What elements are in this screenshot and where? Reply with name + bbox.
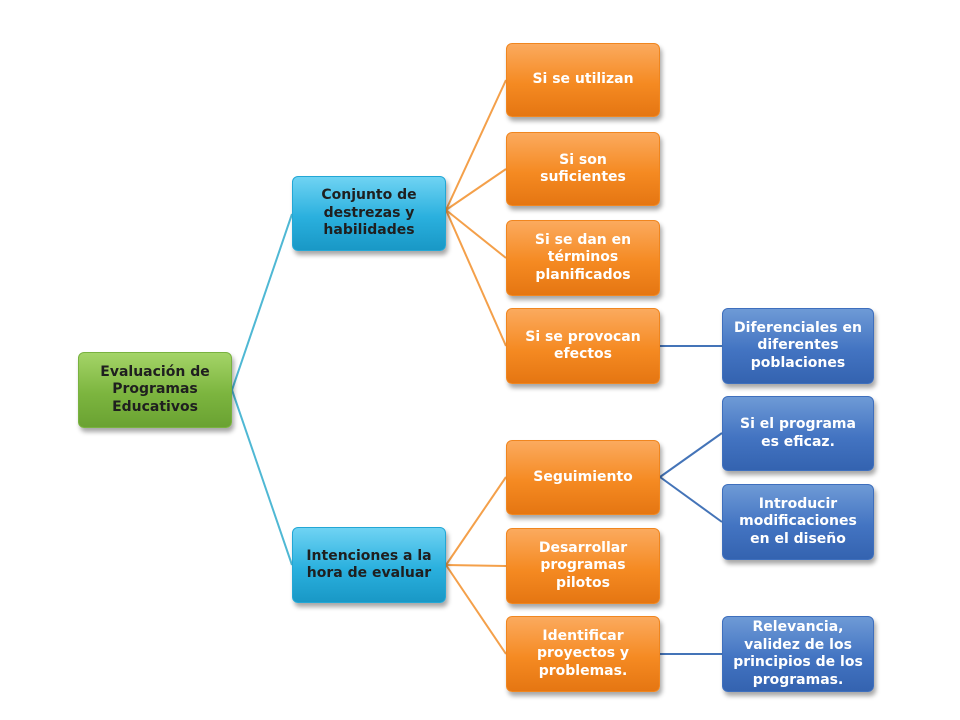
connector-intenciones-to-desarrollar — [445, 564, 507, 567]
connector-seguimiento-to-modificaciones — [659, 476, 723, 523]
node-diferentes-poblaciones: Diferenciales en diferentes poblaciones — [722, 308, 874, 384]
connector-destrezas-to-planificados — [445, 209, 507, 259]
connector-seguimiento-to-eficaz — [659, 432, 723, 478]
connector-destrezas-to-suficientes — [445, 168, 507, 211]
node-destrezas-habilidades: Conjunto de destrezas y habilidades — [292, 176, 446, 251]
node-seguimiento: Seguimiento — [506, 440, 660, 515]
node-root: Evaluación de Programas Educativos — [78, 352, 232, 428]
node-introducir-modificaciones: Introducir modificaciones en el diseño — [722, 484, 874, 560]
node-programa-eficaz: Si el programa es eficaz. — [722, 396, 874, 471]
connector-intenciones-to-identificar — [445, 564, 507, 655]
node-programas-pilotos: Desarrollar programas pilotos — [506, 528, 660, 604]
node-provocan-efectos: Si se provocan efectos — [506, 308, 660, 384]
node-intenciones-evaluar: Intenciones a la hora de evaluar — [292, 527, 446, 603]
connector-destrezas-to-efectos — [445, 209, 507, 347]
connector-intenciones-to-seguimiento — [445, 476, 507, 566]
connector-root-to-destrezas — [231, 213, 293, 391]
node-si-se-utilizan: Si se utilizan — [506, 43, 660, 117]
node-identificar-proyectos: Identificar proyectos y problemas. — [506, 616, 660, 692]
connector-root-to-intenciones — [231, 389, 293, 566]
node-relevancia-validez: Relevancia, validez de los principios de… — [722, 616, 874, 692]
connector-destrezas-to-utilizan — [445, 79, 507, 211]
node-terminos-planificados: Si se dan en términos planificados — [506, 220, 660, 296]
node-si-son-suficientes: Si son suficientes — [506, 132, 660, 206]
